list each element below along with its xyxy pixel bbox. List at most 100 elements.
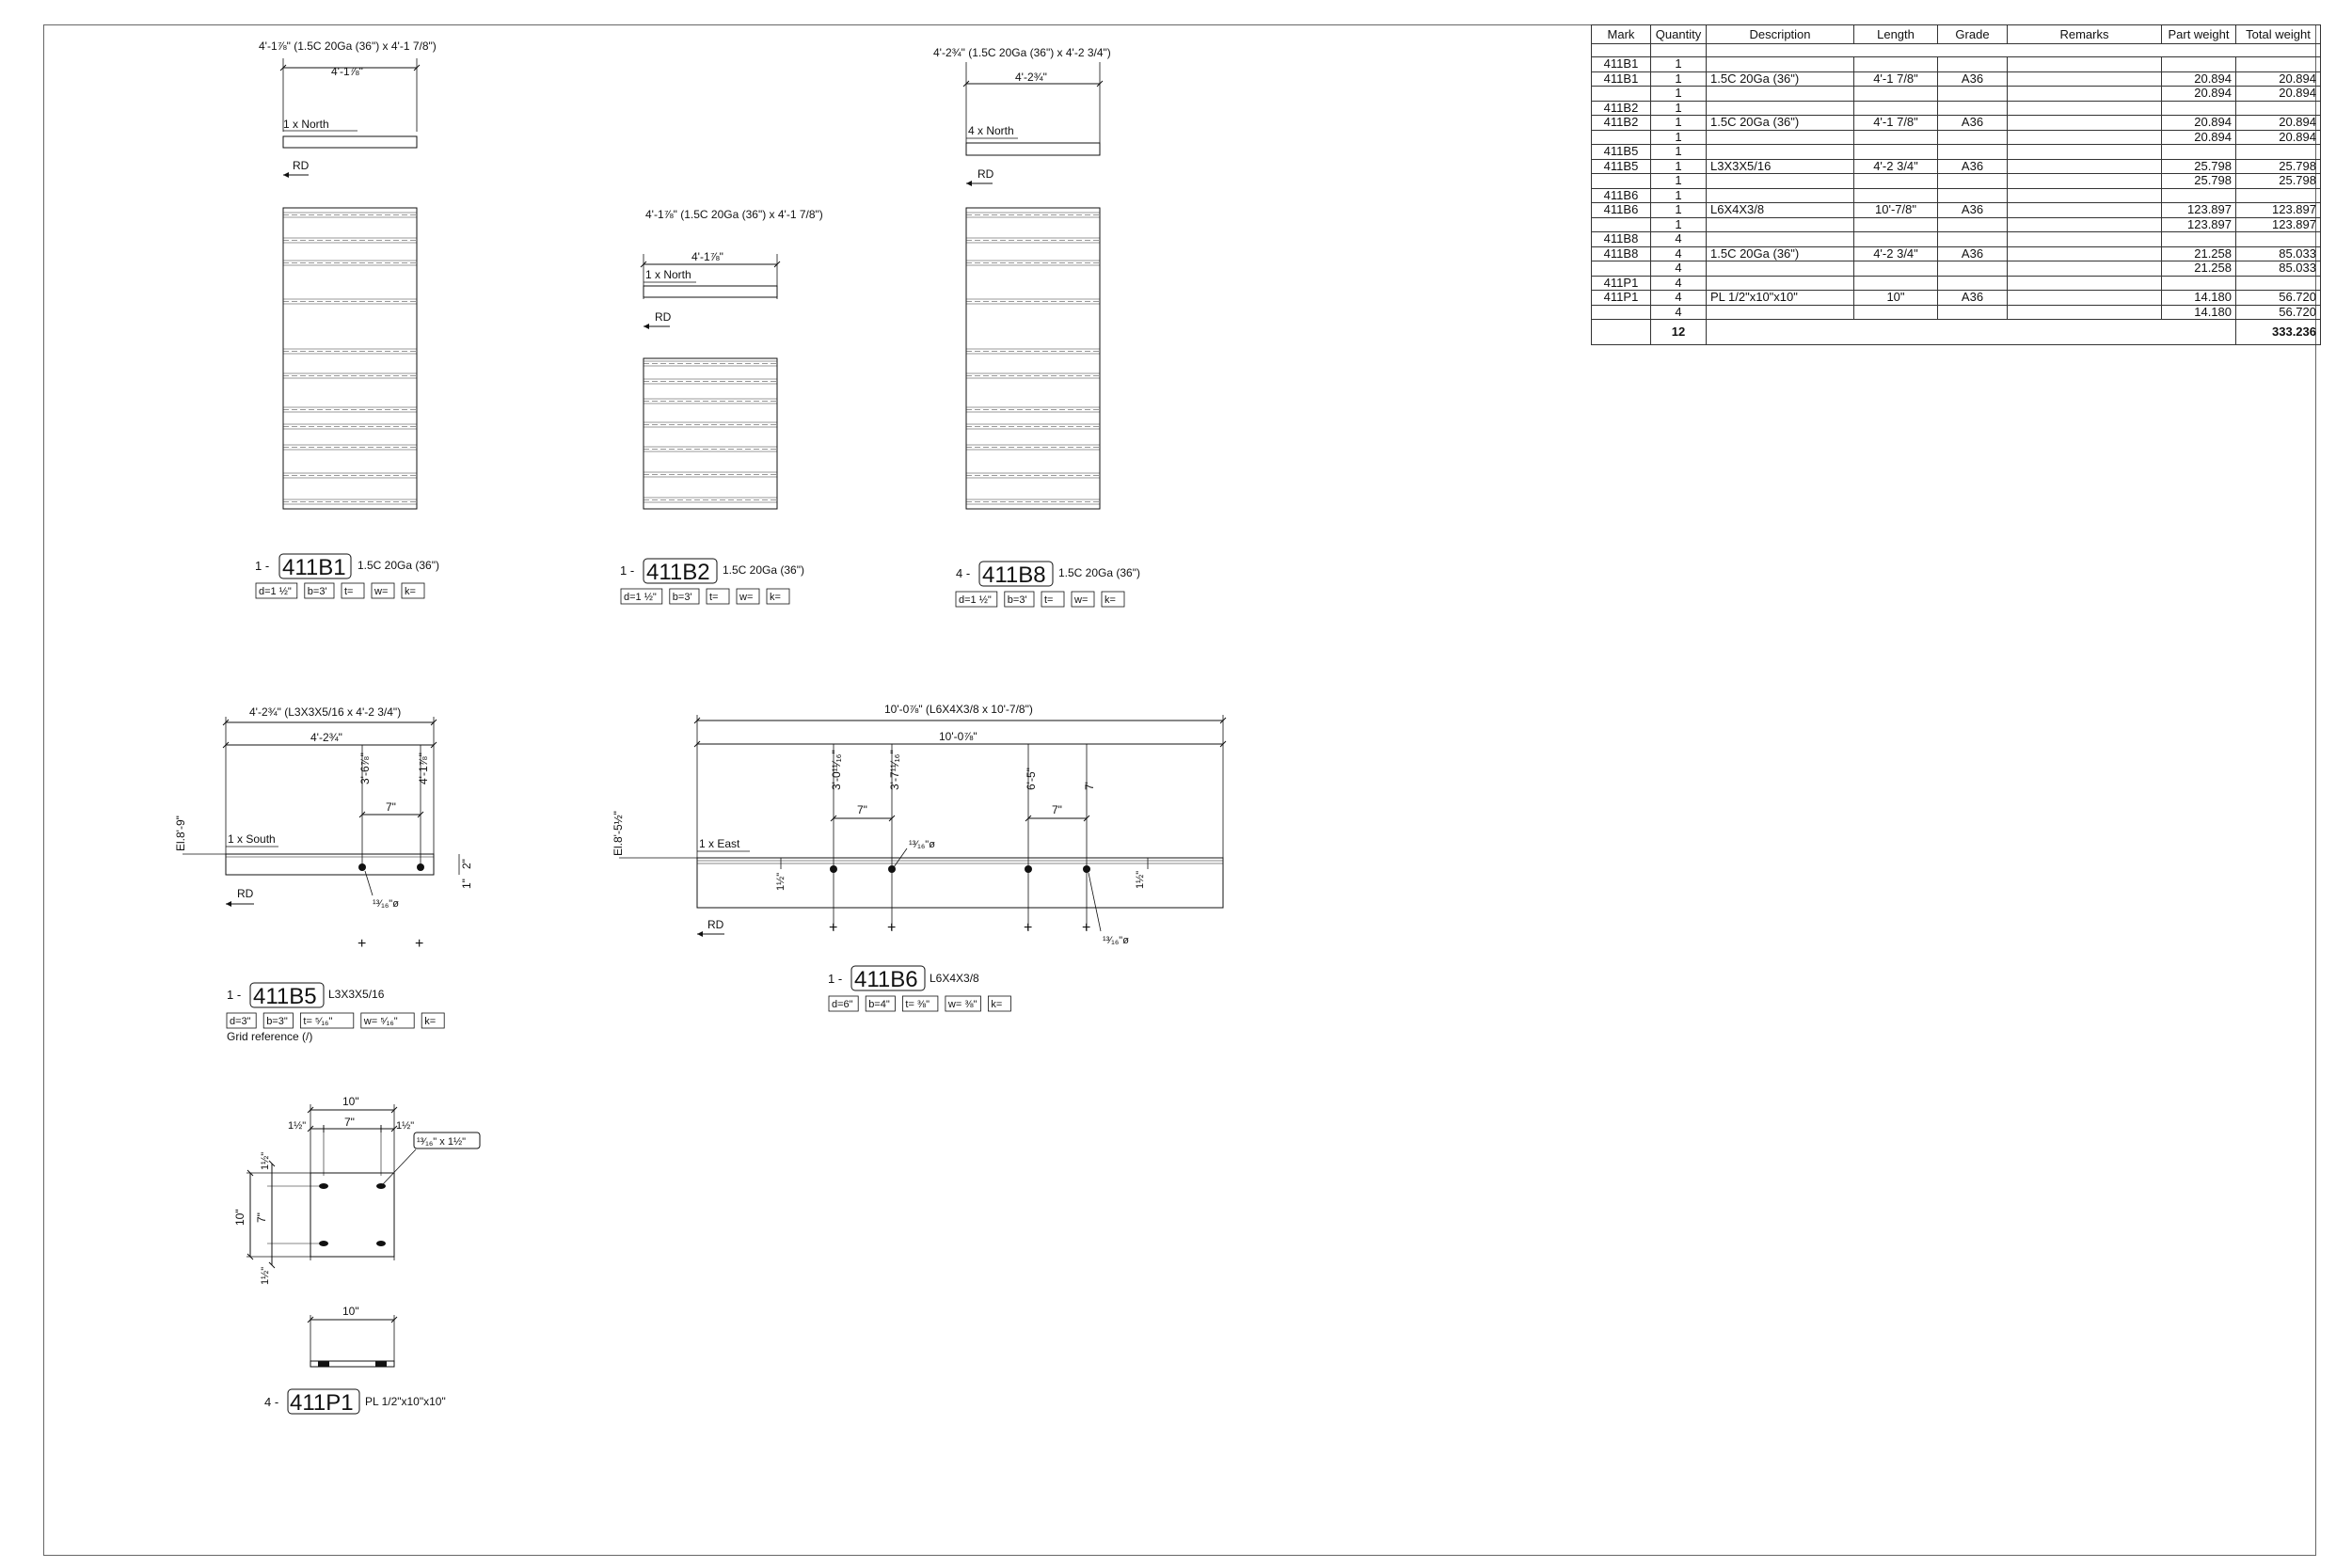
bom-header-cell: Quantity [1650,24,1707,44]
section-property: w= [739,592,753,603]
profile-label: 1.5C 20Ga (36") [1058,566,1140,579]
angle-elevation [225,853,435,876]
bolt-hole [830,865,837,873]
bom-cell: 20.894 [2235,115,2321,131]
gridline-marker: + [829,920,837,936]
spacing-label: 7" [857,803,867,816]
property-box [299,1012,355,1029]
slotted-hole [376,1183,386,1189]
spacing-label: 7" [386,800,396,814]
section-property: k= [770,592,781,603]
bom-cell: 1.5C 20Ga (36") [1706,71,1854,87]
section-properties: d=1 ½"b=3't=w=k= [255,582,425,599]
view-411B8: 4'-2¾" (1.5C 20Ga (36") x 4'-2 3/4") 4'-… [933,46,1140,608]
mark-box [978,561,1054,587]
bom-cell: A36 [1937,71,2008,87]
hole-section [318,1361,329,1367]
bom-cell: 1.5C 20Ga (36") [1706,115,1854,131]
dimension-label: 10'-0⅞" [939,730,977,743]
section-property: w= ⅜" [947,999,977,1010]
quantity-label: 1 - [255,559,269,573]
bom-header-cell: Total weight [2235,24,2321,44]
property-box [371,582,395,599]
edge-label: 1½" [288,1120,306,1132]
overall-dimension-label: 4'-2¾" (1.5C 20Ga (36") x 4'-2 3/4") [933,46,1111,59]
property-box [1041,591,1065,608]
view-411B5: 4'-2¾" (L3X3X5/16 x 4'-2 3/4") 4'-2¾" 3'… [174,705,473,1043]
section-property: d=1 ½" [624,592,657,603]
bom-cell: 21.258 [2161,246,2236,261]
bom-cell: 25.798 [2235,159,2321,174]
plate-width-label: 10" [342,1095,359,1108]
overall-dimension-label: 4'-1⅞" (1.5C 20Ga (36") x 4'-1 7/8") [645,208,823,221]
dimension-label: 4'-1⅞" [691,250,723,263]
bom-header-cell: Remarks [2007,24,2162,44]
elevation-label: El.8'-9" [174,816,187,851]
bom-cell [2235,144,2321,160]
plate-edge-view [310,1360,395,1368]
property-box [1004,591,1035,608]
bom-cell: 411B2 [1591,115,1651,131]
bom-header-cell: Mark [1591,24,1651,44]
profile-label: PL 1/2"x10"x10" [365,1395,446,1408]
section-properties: d=1 ½"b=3't=w=k= [955,591,1125,608]
bolt-hole [358,863,366,871]
property-box [341,582,365,599]
bom-cell: 123.897 [2235,202,2321,218]
bom-cell: 25.798 [2235,173,2321,189]
bom-cell: L6X4X3/8 [1706,202,1854,218]
rd-label: RD [655,310,672,324]
piece-mark: 411P1 [290,1390,354,1416]
property-box [669,588,700,605]
bom-cell: 123.897 [2235,217,2321,232]
view-411B2: 4'-1⅞" (1.5C 20Ga (36") x 4'-1 7/8") 4'-… [620,208,823,605]
property-box [226,1012,257,1029]
edge-label: 1½" [775,873,787,891]
bom-cell: 56.720 [2235,290,2321,306]
bom-cell: PL 1/2"x10"x10" [1706,290,1854,306]
property-box [620,588,663,605]
mark-box [643,558,718,584]
hole-callout: ¹³⁄₁₆"ø [909,839,935,850]
bom-cell: 20.894 [2235,130,2321,145]
property-box [706,588,730,605]
orientation-label: 1 x North [645,268,691,281]
member-elevation [282,135,418,149]
bom-cell: 123.897 [2161,202,2236,218]
bom-cell: 4'-1 7/8" [1853,115,1938,131]
bolt-hole [1083,865,1090,873]
bom-cell: 4'-1 7/8" [1853,71,1938,87]
bom-cell: 123.897 [2161,217,2236,232]
property-box [902,995,939,1012]
bom-cell: 10'-7/8" [1853,202,1938,218]
section-property: b=3' [673,592,692,603]
rd-label: RD [977,167,994,181]
profile-label: 1.5C 20Ga (36") [723,563,804,577]
bom-cell [2235,101,2321,116]
property-box [736,588,760,605]
orientation-label: 1 x North [283,118,329,131]
section-property: b=4" [868,999,890,1010]
member-elevation [965,142,1101,156]
rd-label: RD [707,918,724,931]
section-property: d=1 ½" [959,594,992,606]
bom-cell: L3X3X5/16 [1706,159,1854,174]
section-property: k= [1104,594,1116,606]
hole-leader [893,847,908,868]
bom-cell: A36 [1937,290,2008,306]
orientation-label: 1 x East [699,837,740,850]
hole-location-label: 4'-1⅞" [417,752,430,784]
bom-cell [2235,231,2321,247]
property-box [945,995,981,1012]
edge-label: 1½" [260,1267,271,1285]
hole-location-label: 6'-5" [1025,768,1038,790]
quantity-label: 1 - [227,988,241,1002]
bom-cell: 20.894 [2161,115,2236,131]
bom-cell: 1.5C 20Ga (36") [1706,246,1854,261]
bom-cell: 25.798 [2161,173,2236,189]
bom-cell: 20.894 [2161,86,2236,102]
